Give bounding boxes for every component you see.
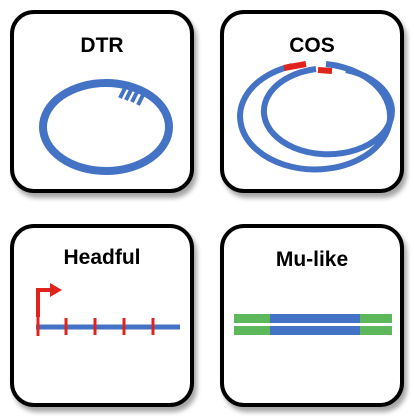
dtr-repeat-tick — [118, 83, 129, 99]
dtr-panel: DTR — [10, 10, 194, 193]
cos-title: COS — [289, 34, 335, 57]
dtr-circular-genome — [39, 79, 173, 175]
cos-sticky-end-right — [317, 67, 333, 74]
mulike-title: Mu-like — [275, 248, 349, 271]
dtr-genome-circle — [39, 79, 173, 175]
dtr-title: DTR — [80, 34, 124, 57]
headful-arrow-head — [50, 283, 62, 297]
dtr-repeat-tick — [130, 87, 141, 103]
headful-panel: Headful — [10, 224, 194, 407]
headful-start-arrow-icon — [36, 283, 62, 317]
headful-linear-genome — [36, 283, 180, 336]
cos-panel: COS — [220, 10, 404, 193]
cos-sticky-end-left — [283, 61, 307, 71]
headful-title: Headful — [63, 246, 141, 269]
headful-pac-sites — [36, 317, 155, 336]
mulike-panel: Mu-like — [220, 224, 404, 407]
dtr-terminal-repeats — [118, 83, 147, 106]
cos-circular-genome — [237, 61, 395, 173]
cos-inner-strand — [260, 66, 395, 158]
dtr-repeat-tick — [124, 85, 135, 101]
mulike-linear-genome — [234, 314, 392, 335]
headful-arrow-stem — [36, 288, 52, 317]
dtr-repeat-tick — [136, 90, 147, 106]
